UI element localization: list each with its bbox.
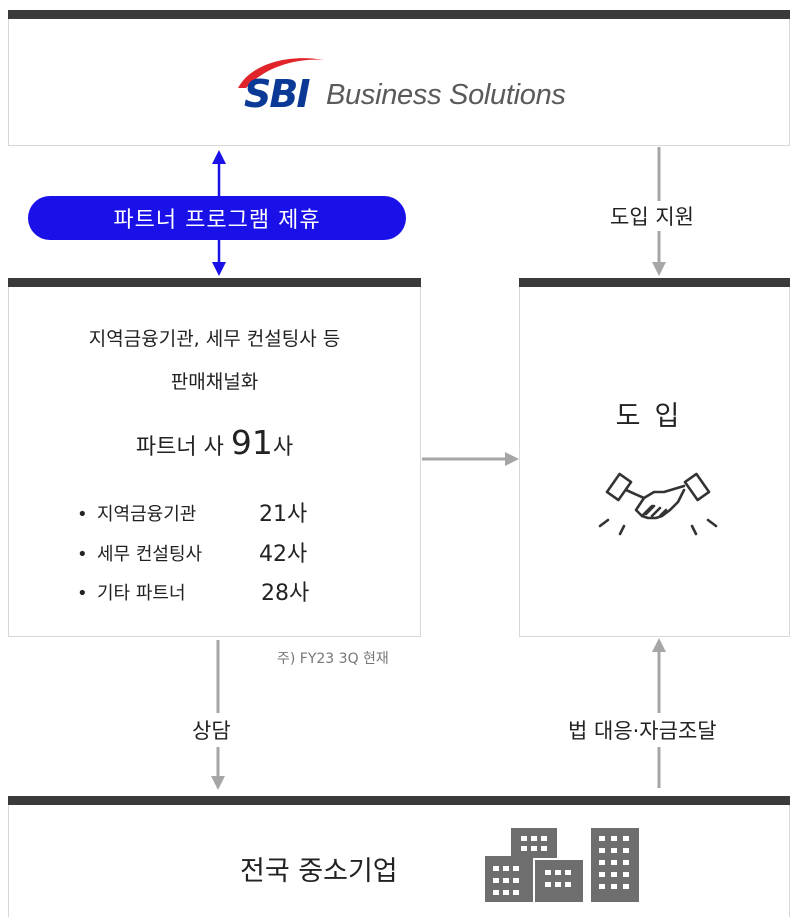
sme-box-bar [8, 796, 790, 805]
item-label: 지역금융기관 [97, 504, 197, 525]
item-label: 기타 파트너 [97, 583, 186, 604]
intro-support-label: 도입 지원 [606, 201, 698, 231]
sbi-business-solutions-box [8, 10, 790, 146]
sbi-logo: SBI Business Solutions [232, 52, 592, 122]
intro-box-bar [519, 278, 790, 287]
partner-count-suffix: 사 [272, 435, 294, 460]
channel-description: 지역금융기관, 세무 컨설팅사 등 [88, 328, 341, 350]
logo-business-solutions-text: Business Solutions [326, 79, 566, 111]
bullet: • [77, 544, 88, 565]
top-bar [8, 10, 790, 19]
list-item: • 지역금융기관 21사 [77, 500, 307, 527]
partner-count: 파트너 사 91사 [9, 423, 420, 462]
partner-program-arrow-head-down [212, 262, 226, 276]
partner-box-bar [8, 278, 421, 287]
consult-arrow-head [211, 776, 225, 790]
consult-label: 상담 [190, 713, 233, 747]
list-item: • 기타 파트너 28사 [77, 579, 309, 606]
introduction-box: 도입 [519, 278, 790, 637]
logo-swoosh-icon [238, 58, 324, 88]
item-value: 21사 [259, 502, 308, 527]
partner-box: 지역금융기관, 세무 컨설팅사 등 판매채널화 파트너 사 91사 • 지역금융기… [8, 278, 421, 637]
intro-title: 도입 [615, 401, 694, 432]
item-value: 42사 [259, 542, 308, 567]
legal-funding-label: 법 대응·자금조달 [566, 713, 719, 747]
sme-title: 전국 중소기업 [240, 856, 398, 887]
list-item: • 세무 컨설팅사 42사 [77, 540, 307, 567]
handshake-icon [598, 472, 718, 536]
logo-sbi-text: SBI [244, 72, 310, 116]
partner-count-prefix: 파트너 사 [135, 435, 224, 460]
channel-subtitle: 판매채널화 [170, 371, 259, 393]
item-value: 28사 [261, 581, 310, 606]
buildings-icon [485, 828, 639, 902]
partner-count-value: 91 [230, 423, 273, 462]
partner-to-intro-arrow-head [505, 452, 519, 466]
bullet: • [77, 583, 88, 604]
intro-support-arrow-head [652, 262, 666, 276]
bullet: • [77, 504, 88, 525]
item-label: 세무 컨설팅사 [97, 544, 203, 565]
footnote: 주) FY23 3Q 현재 [277, 651, 389, 667]
legal-arrow-head [652, 638, 666, 652]
partner-program-arrow-head-up [212, 150, 226, 164]
partner-program-badge: 파트너 프로그램 제휴 [28, 196, 406, 240]
sme-box: 전국 중소기업 [8, 796, 790, 917]
